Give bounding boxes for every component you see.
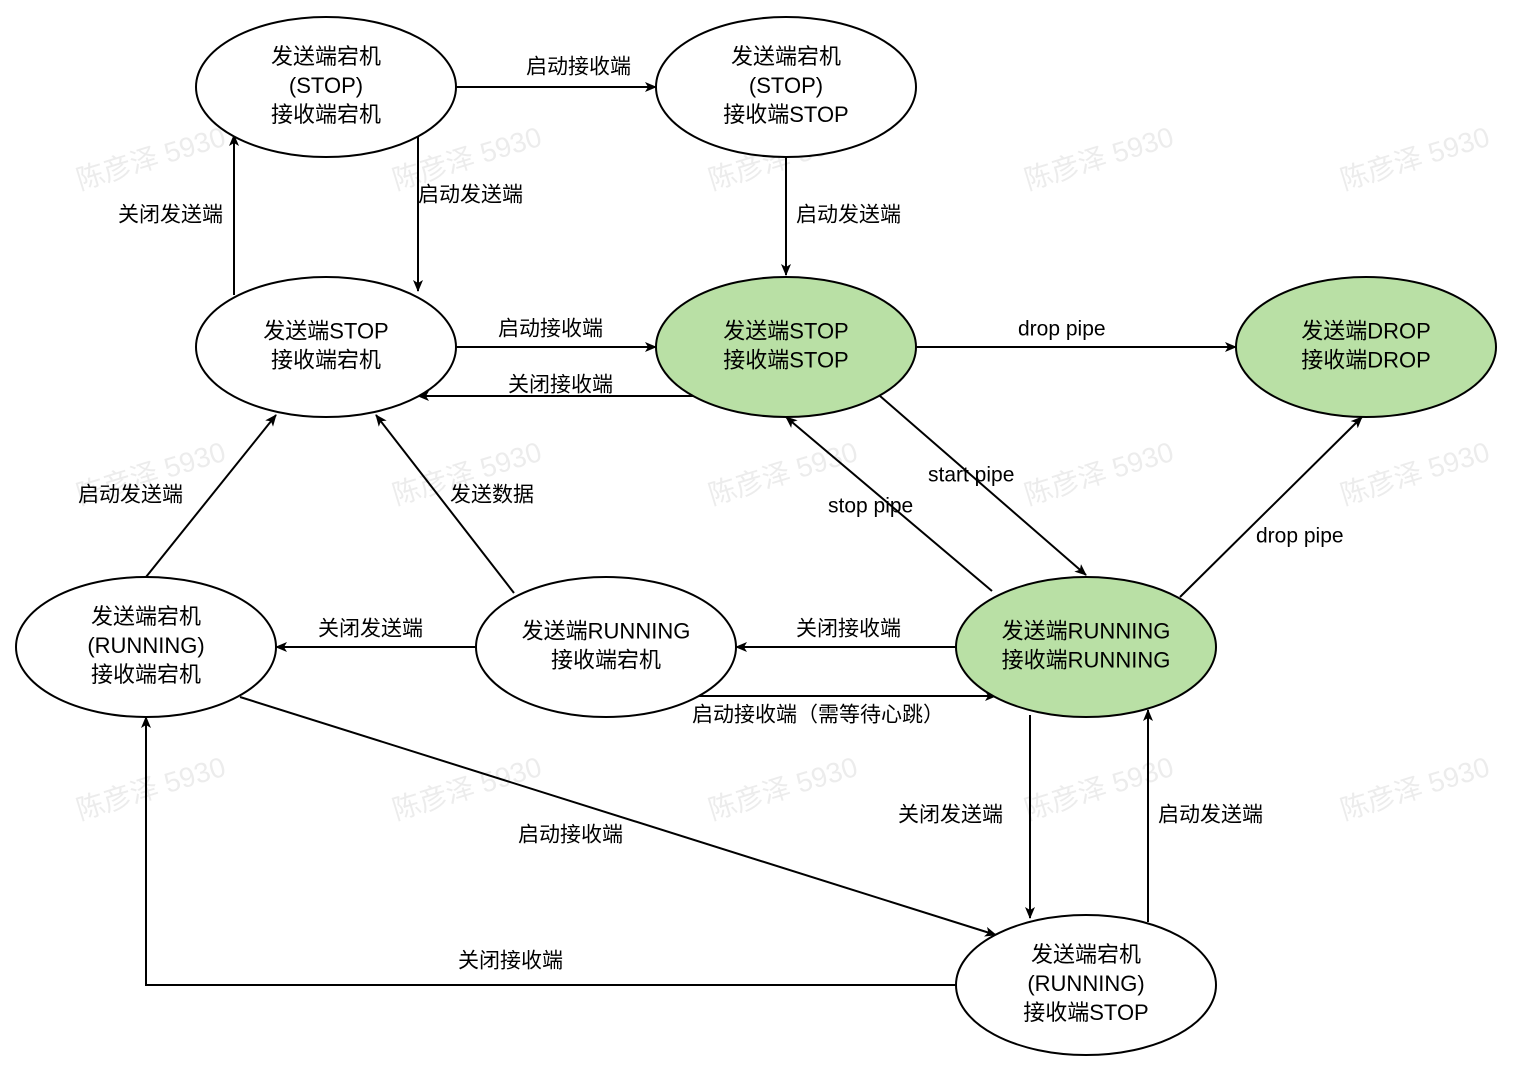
edge-n8-to-n4 [785,416,993,592]
state-label-line: 接收端宕机 [271,102,381,127]
state-node-n6: 发送端宕机 (RUNNING) 接收端宕机 [15,576,277,718]
watermark-text: 陈彦泽 5930 [1021,121,1177,196]
state-node-n9: 发送端宕机 (RUNNING) 接收端STOP [955,914,1217,1056]
watermark-text: 陈彦泽 5930 [1021,751,1177,826]
state-node-n4: 发送端STOP 接收端STOP [655,276,917,418]
edge-label: 启动接收端 [498,318,603,341]
watermark-text: 陈彦泽 5930 [1021,436,1177,511]
state-label-line: 发送端STOP [723,318,849,343]
edge-n8-to-n5 [1179,416,1363,598]
state-label-line: 接收端STOP [723,347,849,372]
state-label-line: (STOP) [289,73,363,98]
state-node-n7: 发送端RUNNING 接收端宕机 [475,576,737,718]
edge-n9-to-n6 [141,716,956,986]
edge-n7-to-n3 [375,414,515,594]
edge-label: 启动接收端 [518,824,623,847]
state-node-n1: 发送端宕机 (STOP) 接收端宕机 [195,16,457,158]
state-label-line: 接收端宕机 [551,647,661,672]
watermark-text: 陈彦泽 5930 [705,751,861,826]
edge-label: 启动发送端 [796,204,901,227]
edge-layer [141,82,1363,986]
edge-label: drop pipe [1018,318,1106,341]
edge-label: 关闭发送端 [118,204,223,227]
edge-label: 关闭发送端 [898,804,1003,827]
edge-label: 启动发送端 [418,184,523,207]
state-label-line: 接收端DROP [1301,347,1431,372]
state-node-n2: 发送端宕机 (STOP) 接收端STOP [655,16,917,158]
state-ellipse [195,16,457,158]
edge-n4-to-n8 [879,395,1087,576]
edge-n6-to-n3 [145,414,277,578]
watermark-text: 陈彦泽 5930 [73,751,229,826]
state-label-line: (RUNNING) [87,633,204,658]
state-label-line: (RUNNING) [1027,971,1144,996]
watermark-text: 陈彦泽 5930 [1337,751,1493,826]
edge-label: 发送数据 [450,484,534,507]
edge-label: 关闭接收端 [458,950,563,973]
state-node-n8: 发送端RUNNING 接收端RUNNING [955,576,1217,718]
state-node-n5: 发送端DROP 接收端DROP [1235,276,1497,418]
state-label-line: 发送端DROP [1301,318,1431,343]
edge-label: 启动接收端 [526,56,631,79]
state-ellipse [655,16,917,158]
edge-label: 启动发送端 [1158,804,1263,827]
state-node-n3: 发送端STOP 接收端宕机 [195,276,457,418]
state-label-line: 接收端RUNNING [1002,647,1171,672]
edge-label: 关闭接收端 [508,374,613,397]
edge-label: 启动发送端 [78,484,183,507]
state-label-line: 发送端RUNNING [1002,618,1171,643]
state-label-line: 接收端宕机 [91,662,201,687]
label-layer: 启动接收端启动发送端关闭发送端启动发送端启动接收端关闭接收端drop pipes… [78,56,1344,973]
edge-n6-to-n9 [239,696,997,937]
node-layer: 发送端宕机(STOP)接收端宕机发送端宕机(STOP)接收端STOP发送端STO… [15,16,1497,1056]
edge-label: 关闭发送端 [318,618,423,641]
state-label-line: 发送端宕机 [271,44,381,69]
watermark-text: 陈彦泽 5930 [1337,121,1493,196]
state-ellipse [1235,276,1497,418]
state-ellipse [655,276,917,418]
state-label-line: 发送端STOP [263,318,389,343]
state-ellipse [955,914,1217,1056]
state-ellipse [15,576,277,718]
watermark-text: 陈彦泽 5930 [389,751,545,826]
edge-label: 启动接收端（需等待心跳） [692,704,944,727]
state-label-line: (STOP) [749,73,823,98]
watermark-text: 陈彦泽 5930 [73,121,229,196]
state-ellipse [955,576,1217,718]
state-label-line: 接收端STOP [1023,1000,1149,1025]
state-label-line: 发送端宕机 [731,44,841,69]
edge-label: start pipe [928,464,1014,487]
edge-label: stop pipe [828,495,913,518]
watermark-text: 陈彦泽 5930 [1337,436,1493,511]
state-ellipse [195,276,457,418]
edge-label: drop pipe [1256,525,1344,548]
state-label-line: 发送端RUNNING [522,618,691,643]
state-label-line: 接收端宕机 [271,347,381,372]
state-label-line: 发送端宕机 [1031,942,1141,967]
state-label-line: 发送端宕机 [91,604,201,629]
edge-label: 关闭接收端 [796,618,901,641]
state-label-line: 接收端STOP [723,102,849,127]
state-ellipse [475,576,737,718]
